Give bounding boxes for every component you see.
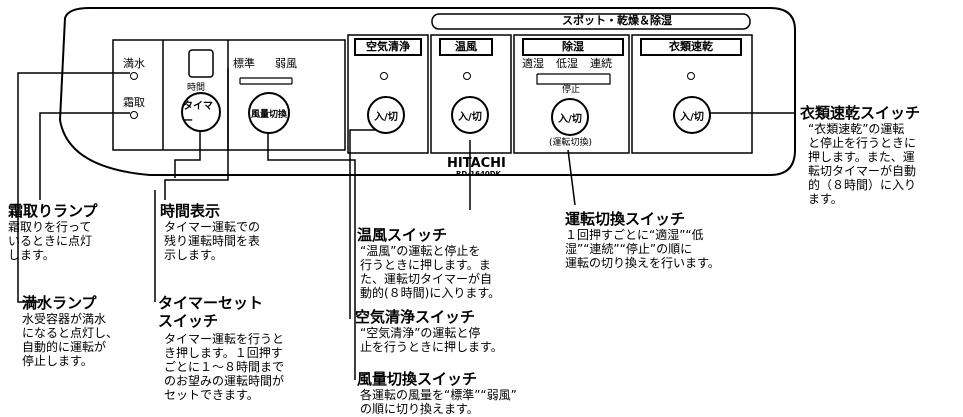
full-water-label: 満水 [123, 57, 145, 70]
panel-border [58, 7, 796, 176]
air-clean-desc: “空気清浄”の運転と停 止を行うときに押します。 [360, 326, 503, 354]
warm-air-tab: 温風 [439, 38, 493, 56]
air-clean-title: 空気清浄スイッチ [355, 308, 476, 326]
timer-window [188, 49, 214, 78]
laundry-button-label: 入/切 [680, 111, 704, 123]
full-water-lamp [130, 72, 138, 80]
laundry-desc: “衣類速乾”の運転 と停止を行うときに 押します。また、運 転切タイマーが自動 … [808, 122, 917, 206]
air-clean-button-label: 入/切 [374, 111, 398, 123]
timer-button-label: タイマー [183, 101, 213, 127]
laundry-button[interactable]: 入/切 [673, 96, 711, 134]
model-number: RD-1640DK [456, 170, 501, 178]
time-display-desc: タイマー運転での 残り運転時間を表 示します。 [164, 220, 261, 262]
timer-button[interactable]: タイマー [181, 92, 221, 132]
fan-option-standard: 標準 [233, 57, 255, 70]
leader-mode [567, 149, 576, 206]
full-water-lamp-desc: 水受容器が満水 になると点灯し、 自動的に運転が 停止します。 [22, 312, 119, 368]
laundry-tab: 衣類速乾 [640, 38, 742, 56]
left-group-box [112, 39, 346, 151]
laundry-lamp [687, 72, 695, 80]
defrost-lamp [130, 111, 138, 119]
fan-option-weak: 弱風 [275, 57, 297, 70]
timer-set-desc: タイマー運転を行うと き押します。１回押す ごとに１～８時間まで のお望みの運転… [164, 332, 285, 402]
defrost-label: 霜取 [123, 96, 145, 109]
leader-defrost [39, 112, 130, 200]
timer-label: 時間 [187, 83, 206, 93]
warm-air-desc: “温風”の運転と停止を 行うときに押します。ま た、運転切タイマーが自 動的(８… [360, 244, 501, 300]
leader-timer-set [154, 130, 201, 302]
dehumid-option-2: 低湿 [556, 57, 578, 70]
warm-air-lamp [463, 72, 471, 80]
warm-air-title: 温風スイッチ [357, 226, 448, 244]
dehumid-box [513, 34, 630, 154]
dehumid-stop-label: 停止 [562, 85, 581, 95]
fan-switch-label: 風量切換 [250, 109, 287, 120]
fan-switch-button[interactable]: 風量切換 [248, 92, 290, 134]
mode-switch-desc: １回押すごとに“適湿”“低 湿”“連続”“停止”の順に 運転の切り換えを行います… [565, 228, 720, 270]
dehumid-option-1: 適湿 [522, 57, 544, 70]
defrost-lamp-desc: 霜取りを行って いるときに点灯 します。 [8, 220, 93, 262]
timer-set-title: タイマーセット スイッチ [158, 294, 264, 330]
mode-switch-button[interactable]: 入/切 [551, 98, 589, 136]
laundry-box [631, 34, 753, 154]
fan-switch-desc: 各運転の風量を“標準”“弱風” の順に切り換えます。 [360, 388, 517, 416]
time-display-title: 時間表示 [160, 202, 221, 220]
warm-air-button[interactable]: 入/切 [451, 96, 489, 134]
warm-air-button-label: 入/切 [458, 111, 482, 123]
air-clean-button[interactable]: 入/切 [367, 96, 405, 134]
full-water-lamp-title: 満水ランプ [22, 294, 97, 312]
air-clean-box [347, 34, 429, 154]
air-clean-tab: 空気清浄 [354, 38, 422, 56]
laundry-title: 衣類速乾スイッチ [800, 104, 921, 122]
air-clean-lamp [380, 72, 388, 80]
dehumid-sub-label: (運転切換) [549, 138, 593, 148]
dehumid-option-3: 連続 [590, 57, 612, 70]
defrost-lamp-title: 霜取りランプ [8, 202, 98, 220]
leader-fan [267, 110, 356, 380]
warm-air-box [430, 34, 512, 154]
spot-header: スポット・乾燥＆除湿 [562, 14, 672, 27]
dehumid-lamp-loop [536, 73, 611, 85]
fan-switch-title: 風量切換スイッチ [357, 370, 478, 388]
leader-full-water [17, 72, 130, 303]
leader-time-display [164, 68, 229, 200]
dehumid-tab: 除湿 [522, 38, 624, 56]
spot-header-frame [431, 13, 751, 30]
mode-switch-button-label: 入/切 [558, 113, 582, 125]
mode-switch-title: 運転切換スイッチ [565, 210, 686, 228]
brand-logo: HITACHI [447, 156, 506, 171]
